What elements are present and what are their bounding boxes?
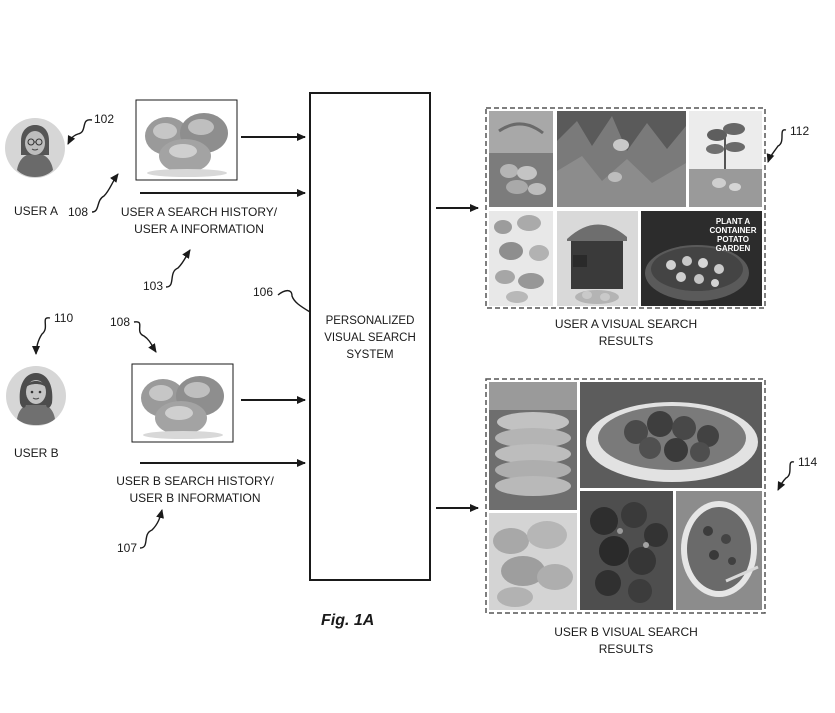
result-b-tile-potato-pancakes — [489, 382, 577, 510]
user-a-history-line1: USER A SEARCH HISTORY/ — [120, 205, 278, 219]
user-a-label: USER A — [14, 204, 59, 218]
results-a-label-line2: RESULTS — [598, 334, 654, 348]
user-a-avatar-icon — [4, 117, 66, 179]
visual-search-system-box — [309, 92, 431, 581]
result-b-tile-roasted-potatoes — [580, 382, 762, 488]
potatoes-image-icon — [137, 101, 236, 179]
leader-112 — [766, 129, 787, 163]
ref-114: 114 — [798, 455, 818, 469]
user-a-history-label: USER A SEARCH HISTORY/ USER A INFORMATIO… — [104, 204, 294, 238]
result-a-tile-potato-varieties — [489, 211, 553, 306]
result-a-tile-potato-plant — [689, 111, 762, 207]
user-b-history-line1: USER B SEARCH HISTORY/ — [116, 474, 274, 488]
results-b-label: USER B VISUAL SEARCH RESULTS — [526, 624, 726, 658]
potatoes-image-icon — [133, 365, 232, 441]
leader-108-b — [133, 321, 157, 353]
system-label: PERSONALIZED VISUAL SEARCH SYSTEM — [312, 313, 428, 364]
result-b-tile-potato-chips — [489, 513, 577, 610]
results-b-label-line1: USER B VISUAL SEARCH — [554, 625, 698, 639]
leader-110 — [32, 317, 51, 355]
ref-103: 103 — [143, 279, 164, 293]
user-a-history-line2: USER A INFORMATION — [134, 222, 264, 236]
user-b-label: USER B — [14, 446, 59, 460]
ref-108-b: 108 — [110, 315, 131, 329]
results-b-dashed-frame — [485, 378, 766, 614]
ref-110: 110 — [54, 311, 74, 325]
result-a-tile-potato-field — [557, 111, 686, 207]
result-a-poster-text: PLANT A CONTAINER POTATO GARDEN — [709, 217, 757, 253]
user-b-history-label: USER B SEARCH HISTORY/ USER B INFORMATIO… — [100, 473, 290, 507]
system-label-line3: SYSTEM — [346, 349, 394, 361]
leader-106 — [277, 289, 311, 313]
ref-112: 112 — [790, 124, 810, 138]
ref-106: 106 — [253, 285, 274, 299]
results-b-label-line2: RESULTS — [598, 642, 654, 656]
result-a-tile-container-garden: PLANT A CONTAINER POTATO GARDEN — [641, 211, 762, 306]
leader-108-a — [91, 173, 119, 213]
ref-107: 107 — [117, 541, 138, 555]
leader-103 — [165, 249, 191, 288]
results-a-label: USER A VISUAL SEARCH RESULTS — [526, 316, 726, 350]
user-b-history-line2: USER B INFORMATION — [129, 491, 261, 505]
leader-114 — [777, 461, 795, 491]
result-b-tile-potato-salad — [676, 491, 762, 610]
result-a-tile-grow-bag — [557, 211, 638, 306]
leader-107 — [139, 509, 164, 549]
results-a-label-line1: USER A VISUAL SEARCH — [554, 317, 698, 331]
result-b-tile-seasoned-potatoes — [580, 491, 673, 610]
figure-caption: Fig. 1A — [321, 612, 375, 629]
ref-108-a: 108 — [68, 205, 89, 219]
results-a-dashed-frame — [485, 107, 766, 309]
leader-102 — [67, 119, 93, 145]
system-label-line1: PERSONALIZED — [325, 315, 415, 327]
result-a-tile-potato-basket — [489, 111, 553, 207]
ref-102: 102 — [94, 112, 115, 126]
system-label-line2: VISUAL SEARCH — [324, 332, 416, 344]
user-b-avatar-icon — [5, 365, 67, 427]
